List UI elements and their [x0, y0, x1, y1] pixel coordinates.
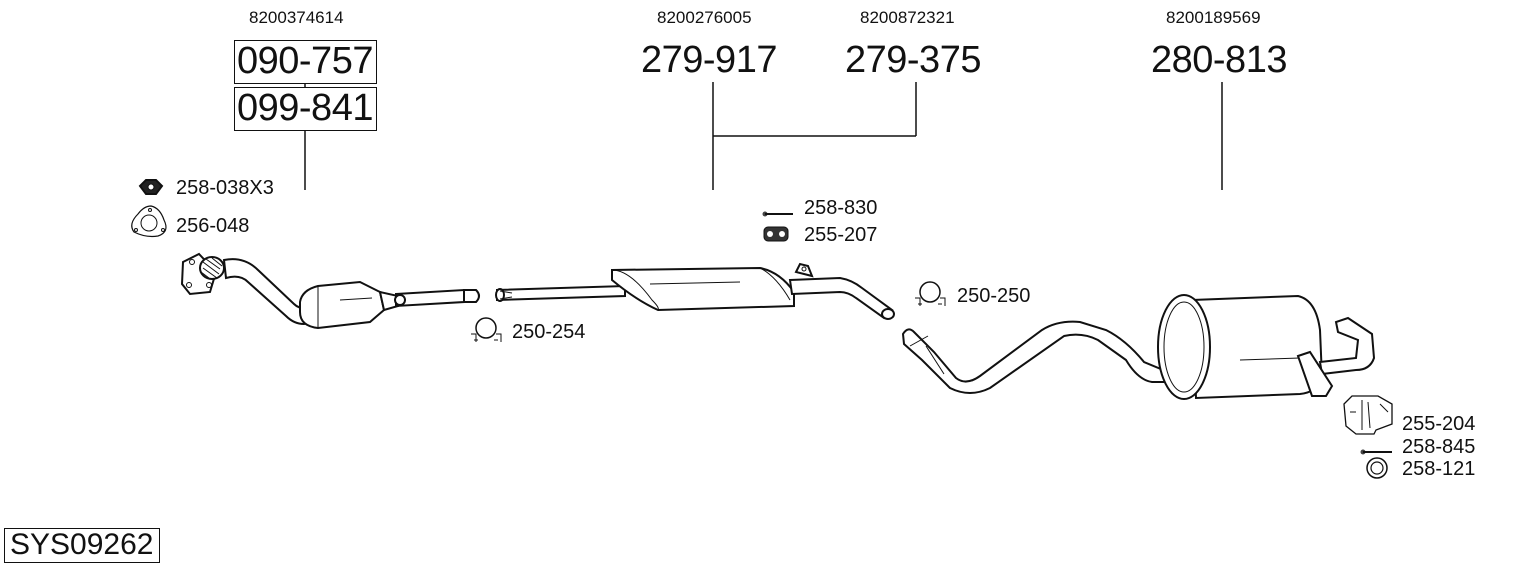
bracket-icon	[1343, 395, 1393, 435]
oe-number-rear-silencer: 8200189569	[1166, 8, 1261, 27]
front-pipe-catalyst-drawing	[180, 252, 480, 330]
gasket-icon	[131, 205, 167, 238]
oe-number-centre-silencer: 8200276005	[657, 8, 752, 27]
accessory-label-bracket[interactable]: 255-204	[1402, 413, 1476, 435]
nut-icon	[138, 179, 164, 195]
part-number[interactable]: 279-375	[845, 39, 981, 81]
accessory-label-nut[interactable]: 258-038X3	[176, 177, 274, 199]
washer-icon	[1366, 457, 1388, 479]
accessory-label-clamp[interactable]: 250-254	[512, 321, 586, 343]
accessory-label-washer[interactable]: 258-121	[1402, 458, 1476, 480]
bolt-icon-258-845	[1360, 449, 1392, 455]
part-number-box[interactable]: 099-841	[234, 87, 377, 131]
part-number[interactable]: 279-917	[641, 39, 777, 81]
accessory-label-bolt[interactable]: 258-830	[804, 197, 878, 219]
centre-silencer-drawing	[495, 262, 895, 320]
rubber-mount-icon	[763, 226, 789, 242]
oe-number-centre-alt: 8200872321	[860, 8, 955, 27]
clamp-icon-250-250	[915, 281, 946, 306]
accessory-label-clamp[interactable]: 250-250	[957, 285, 1031, 307]
accessory-label-bolt[interactable]: 258-845	[1402, 436, 1476, 458]
rear-silencer-drawing	[901, 294, 1376, 400]
system-code-label: SYS09262	[4, 528, 161, 563]
bolt-icon-258-830	[762, 211, 793, 217]
oe-number-front-pipe: 8200374614	[249, 8, 344, 27]
clamp-icon-250-254	[471, 317, 502, 342]
part-number-box[interactable]: 090-757	[234, 40, 377, 84]
accessory-label-gasket[interactable]: 256-048	[176, 215, 250, 237]
part-number[interactable]: 280-813	[1151, 39, 1287, 81]
accessory-label-rubber-mount[interactable]: 255-207	[804, 224, 878, 246]
